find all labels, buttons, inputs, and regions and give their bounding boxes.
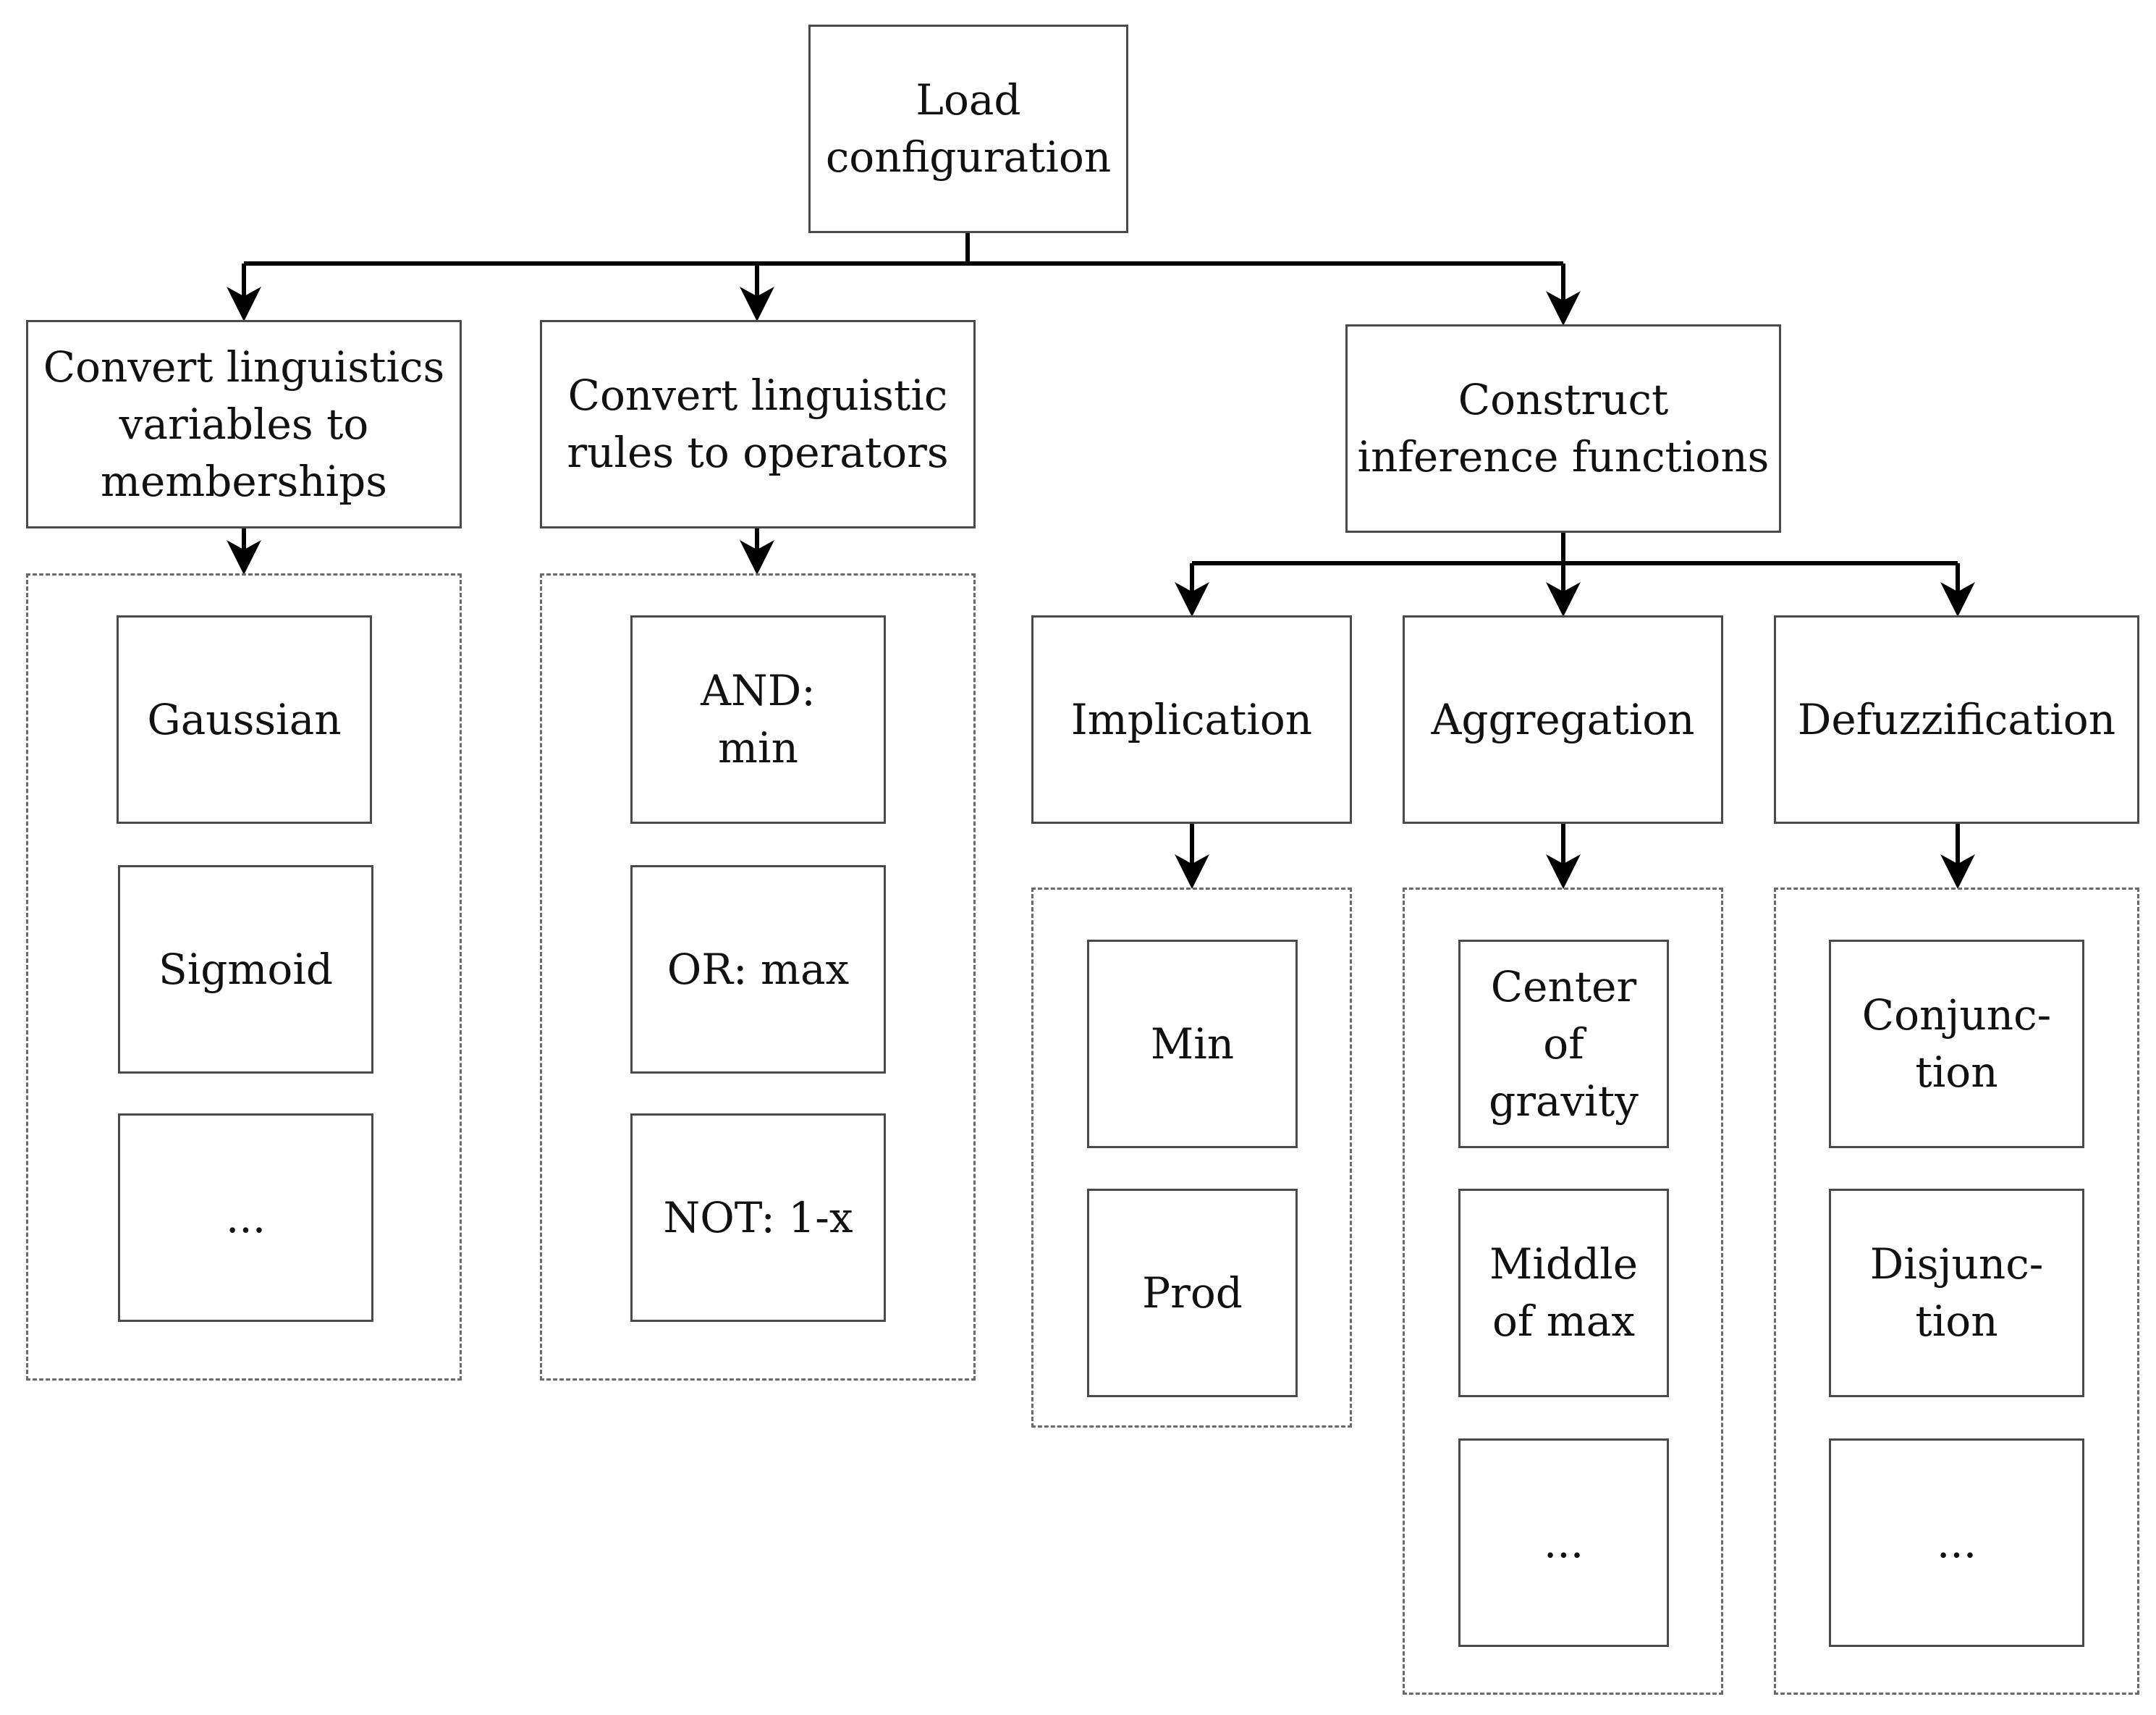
operator-item-or: OR: max [630, 865, 886, 1074]
aggregation-item-more: ... [1458, 1438, 1669, 1647]
aggregation-node: Aggregation [1403, 615, 1723, 824]
convert-rules-node: Convert linguistic rules to operators [540, 320, 976, 528]
membership-item-more: ... [118, 1113, 373, 1322]
aggregation-types-group [1403, 888, 1723, 1695]
load-configuration-node: Load configuration [808, 25, 1128, 233]
construct-inference-node: Construct inference functions [1345, 324, 1781, 533]
implication-item-min: Min [1087, 940, 1298, 1148]
membership-types-group [26, 573, 462, 1381]
implication-node: Implication [1031, 615, 1352, 824]
defuzzification-types-group [1774, 888, 2139, 1695]
defuzzification-item-more: ... [1829, 1438, 2084, 1647]
operator-types-group [540, 573, 976, 1381]
defuzzification-node: Defuzzification [1774, 615, 2139, 824]
aggregation-item-middle-of-max: Middle of max [1458, 1189, 1669, 1397]
membership-item-sigmoid: Sigmoid [118, 865, 373, 1074]
operator-item-not: NOT: 1-x [630, 1113, 886, 1322]
defuzzification-item-disjunction: Disjunc- tion [1829, 1189, 2084, 1397]
implication-item-prod: Prod [1087, 1189, 1298, 1397]
operator-item-and: AND: min [630, 615, 886, 824]
convert-variables-node: Convert linguistics variables to members… [26, 320, 462, 528]
implication-types-group [1031, 888, 1352, 1428]
membership-item-gaussian: Gaussian [117, 615, 372, 824]
defuzzification-item-conjunction: Conjunc- tion [1829, 940, 2084, 1148]
aggregation-item-center-of-gravity: Center of gravity [1458, 940, 1669, 1148]
